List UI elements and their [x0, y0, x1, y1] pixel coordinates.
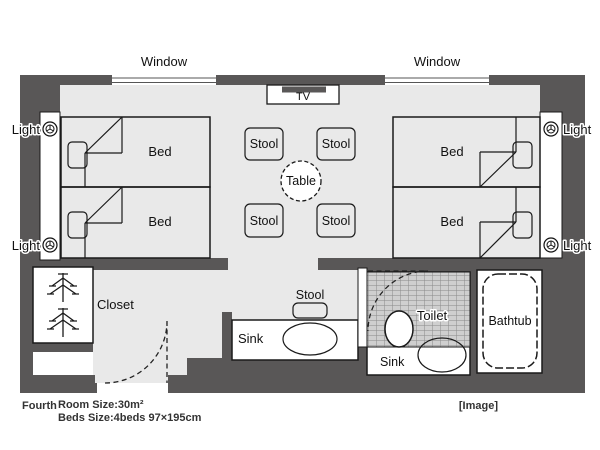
bed-bottom-left: Bed — [60, 186, 211, 259]
passage-floor — [222, 270, 232, 312]
stool-label: Stool — [250, 214, 279, 228]
tv-unit: TV — [266, 84, 340, 105]
table-label: Table — [286, 174, 316, 188]
sink-basin-icon — [417, 337, 467, 373]
light-label: Light — [12, 238, 41, 253]
bathtub-label: Bathtub — [488, 314, 531, 328]
duvet-fold-icon — [84, 116, 123, 187]
window-right — [385, 75, 489, 85]
stool-bottom-left: Stool — [244, 203, 284, 238]
toilet-label: Toilet — [417, 308, 448, 323]
toilet-bowl-icon — [384, 310, 414, 348]
entry-floor — [95, 375, 168, 383]
ceiling-lights: Light Light Light Light — [10, 121, 593, 255]
tv-screen-icon — [282, 86, 326, 93]
pillow-icon — [67, 211, 88, 239]
tv-label: TV — [296, 91, 311, 103]
stool-label: Stool — [296, 288, 325, 302]
vanity-area-floor — [232, 270, 358, 320]
duvet-fold-icon — [479, 187, 517, 259]
pillow-icon — [67, 141, 88, 169]
ceiling-light-icon — [42, 121, 58, 137]
toilet-area: Toilet Sink — [367, 270, 467, 373]
bed-label: Bed — [148, 214, 171, 229]
table: Table — [280, 160, 322, 202]
left-light-niche — [39, 111, 61, 261]
ceiling-light-icon — [543, 237, 559, 253]
ceiling-light-icon — [42, 237, 58, 253]
image-tag-caption: [Image] — [459, 400, 498, 412]
light-label: Light — [12, 122, 41, 137]
stool-label: Stool — [250, 137, 279, 151]
entry-door-opening — [97, 383, 168, 393]
bathtub-icon — [482, 273, 538, 369]
bed-label: Bed — [440, 214, 463, 229]
entry-step-floor — [93, 358, 187, 375]
bed-label: Bed — [148, 144, 171, 159]
door-swing-arc-icon — [367, 270, 429, 332]
duvet-fold-icon — [84, 186, 123, 258]
sink-label: Sink — [380, 355, 405, 369]
doorway-gap-floor — [228, 258, 318, 272]
window-label: Window — [414, 54, 461, 69]
bed-label: Bed — [440, 144, 463, 159]
vanity-stool: Stool — [292, 288, 328, 319]
stool-top-right: Stool — [316, 127, 356, 161]
entry-corridor-floor — [93, 270, 222, 358]
room-size-caption: Room Size:30m² — [58, 399, 144, 411]
entry-recess — [33, 352, 93, 375]
light-label: Light — [563, 122, 592, 137]
sink-basin-icon — [282, 322, 338, 356]
door-swing-arc-icon — [104, 320, 168, 384]
stool-top-left: Stool — [244, 127, 284, 161]
closet: Closet — [47, 273, 134, 337]
duvet-fold-icon — [479, 117, 517, 188]
bathtub: Bathtub — [482, 273, 538, 369]
stool-bottom-right: Stool — [316, 203, 356, 238]
stool-label: Stool — [322, 137, 351, 151]
sink-label: Sink — [238, 331, 264, 346]
vanity-sink: Sink — [238, 322, 338, 356]
window-left — [112, 75, 216, 85]
ceiling-light-icon — [543, 121, 559, 137]
beds-size-caption: Beds Size:4beds 97×195cm — [58, 412, 202, 424]
stool-label: Stool — [322, 214, 351, 228]
toilet-door-opening — [357, 267, 368, 348]
bed-bottom-right: Bed — [392, 186, 541, 259]
window-label: Window — [141, 54, 188, 69]
hanger-icon — [47, 273, 79, 337]
stool-seat-icon — [292, 302, 328, 319]
closet-label: Closet — [97, 297, 134, 312]
floor-name-caption: Fourth — [22, 400, 57, 412]
light-label: Light — [563, 238, 592, 253]
